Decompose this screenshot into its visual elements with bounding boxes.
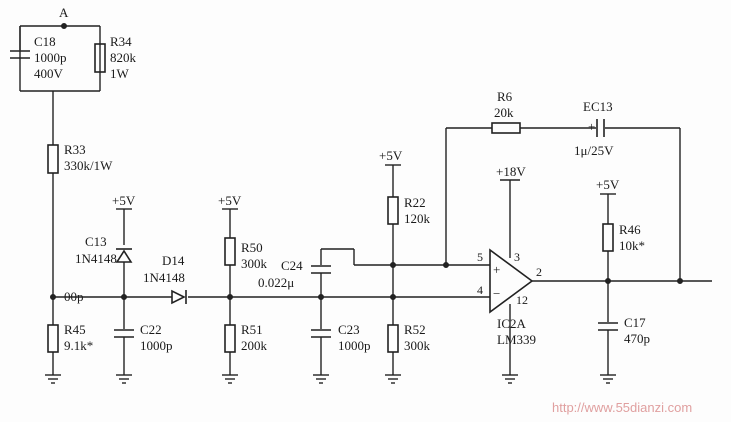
ground-icon [502, 374, 518, 384]
ground-symbols [45, 374, 616, 384]
c22-ref: C22 [140, 322, 162, 337]
ic-pin-5: 5 [477, 250, 483, 264]
comparator-ic2a [489, 248, 534, 314]
r22-resistor [387, 196, 399, 225]
p5v-rail-3: +5V [379, 148, 403, 163]
ground-icon [600, 374, 616, 384]
c18-value: 1000p [34, 50, 67, 65]
c18-ref: C18 [34, 34, 56, 49]
d14-diode [171, 289, 186, 305]
ic-pin-2: 2 [536, 265, 542, 279]
ground-icon [116, 374, 132, 384]
r45-ref: R45 [64, 322, 86, 337]
r46-resistor [602, 223, 614, 252]
ic-pin-3: 3 [514, 250, 520, 264]
c13-ref: C13 [85, 234, 107, 249]
ic-pin-12: 12 [516, 293, 528, 307]
ground-icon [313, 374, 329, 384]
c17-value: 470p [624, 331, 650, 346]
r22-ref: R22 [404, 195, 426, 210]
c17-ref: C17 [624, 315, 646, 330]
c23-value: 1000p [338, 338, 371, 353]
p5v-rail-2: +5V [218, 193, 242, 208]
r22-value: 120k [404, 211, 431, 226]
r45-value: 9.1k* [64, 338, 93, 353]
ground-icon [385, 374, 401, 384]
r46-value: 10k* [619, 238, 645, 253]
c13-value: 1N4148 [75, 251, 117, 266]
watermark-url: http://www.55dianzi.com [552, 400, 692, 415]
r50-ref: R50 [241, 240, 263, 255]
r52-ref: R52 [404, 322, 426, 337]
r51-value: 200k [241, 338, 268, 353]
ic-part: LM339 [497, 332, 536, 347]
c23-ref: C23 [338, 322, 360, 337]
r34-power: 1W [110, 66, 130, 81]
p18v-rail: +18V [496, 164, 526, 179]
r51-resistor [224, 324, 236, 353]
ground-icon [222, 374, 238, 384]
c18-r34-block [10, 23, 106, 92]
c24-value: 0.022μ [258, 275, 294, 290]
ic-pin-4: 4 [477, 283, 483, 297]
r33-value: 330k/1W [64, 158, 113, 173]
node-a-label: A [59, 5, 69, 20]
r6-value: 20k [494, 105, 514, 120]
r33-resistor [47, 144, 59, 174]
r52-resistor [387, 324, 399, 353]
r50-value: 300k [241, 256, 268, 271]
ec13-plus: + [588, 119, 595, 134]
r34-value: 820k [110, 50, 137, 65]
ic-minus-sign: − [493, 286, 500, 301]
r6-ref: R6 [497, 89, 513, 104]
r46-ref: R46 [619, 222, 641, 237]
p5v-rail-4: +5V [596, 177, 620, 192]
d14-value: 1N4148 [143, 270, 185, 285]
r50-resistor [224, 237, 236, 266]
r45-resistor [47, 324, 59, 353]
c13-diode [115, 249, 133, 263]
c18-voltage: 400V [34, 66, 64, 81]
c22-value: 1000p [140, 338, 173, 353]
r34-ref: R34 [110, 34, 132, 49]
ec13-value: 1μ/25V [574, 143, 614, 158]
r51-ref: R51 [241, 322, 263, 337]
r33-ref: R33 [64, 142, 86, 157]
p5v-rail-1: +5V [112, 193, 136, 208]
ic-ref: IC2A [497, 316, 527, 331]
ground-icon [45, 374, 61, 384]
c24-ref: C24 [281, 258, 303, 273]
ec13-ref: EC13 [583, 99, 613, 114]
ic-plus-sign: + [493, 262, 500, 277]
r6-resistor [491, 122, 521, 134]
r52-value: 300k [404, 338, 431, 353]
d14-ref: D14 [162, 253, 185, 268]
